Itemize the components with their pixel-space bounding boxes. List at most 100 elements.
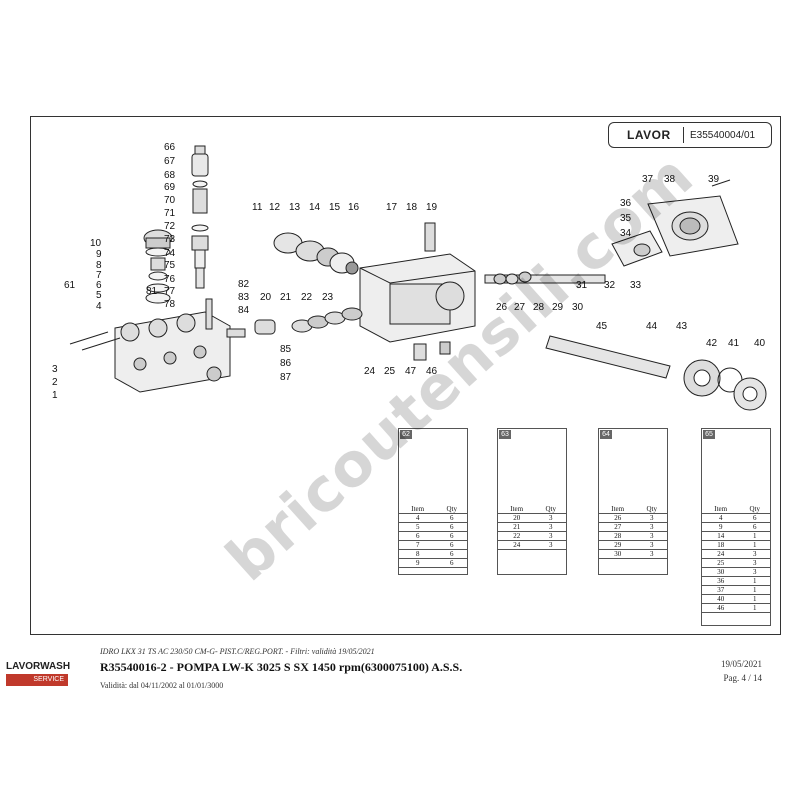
callout-27: 27 (514, 302, 526, 313)
callout-44: 44 (646, 321, 658, 332)
callout-78: 78 (164, 299, 176, 310)
callout-87: 87 (280, 372, 292, 383)
callout-25: 25 (384, 366, 396, 377)
callout-71: 71 (164, 208, 176, 219)
page-title: R35540016-2 - POMPA LW-K 3025 S SX 1450 … (100, 660, 463, 674)
callout-10: 10 (90, 238, 102, 249)
callout-46: 46 (426, 366, 438, 377)
callout-73: 73 (164, 234, 176, 245)
callout-47: 47 (405, 366, 417, 377)
callout-76: 76 (164, 274, 176, 285)
callout-86: 86 (280, 358, 292, 369)
callout-41: 41 (728, 338, 740, 349)
callout-18: 18 (406, 202, 418, 213)
code-separator (683, 127, 684, 143)
callout-69: 69 (164, 182, 176, 193)
callout-42: 42 (706, 338, 718, 349)
callout-81: 81 (146, 286, 158, 297)
callout-68: 68 (164, 170, 176, 181)
callout-40: 40 (754, 338, 766, 349)
callout-numbers: 66 67 68 69 70 71 72 73 74 75 76 77 78 8… (52, 142, 766, 401)
callout-24: 24 (364, 366, 376, 377)
callout-37: 37 (642, 174, 654, 185)
callout-31: 31 (576, 280, 588, 291)
callout-1: 1 (52, 390, 58, 401)
callout-43: 43 (676, 321, 688, 332)
column-header-qty: Qty (636, 505, 667, 514)
column-header-qty: Qty (436, 505, 467, 514)
callout-16: 16 (348, 202, 360, 213)
callout-22: 22 (301, 292, 313, 303)
column-header-item: Item (498, 505, 536, 514)
callout-2: 2 (52, 377, 58, 388)
drawing-code: E35540004/01 (690, 129, 756, 141)
callout-21: 21 (280, 292, 292, 303)
callout-17: 17 (386, 202, 398, 213)
brand-bottom: SERVICE (6, 674, 68, 686)
callout-5: 5 (96, 290, 102, 301)
callout-36: 36 (620, 198, 632, 209)
callout-30: 30 (572, 302, 584, 313)
page-number: Pag. 4 / 14 (723, 673, 762, 683)
callout-74: 74 (164, 248, 176, 259)
brand-top: LAVORWASH (6, 661, 71, 672)
callout-72: 72 (164, 221, 176, 232)
callout-6: 6 (96, 280, 102, 291)
column-header-item: Item (702, 505, 740, 514)
drawing-code-box: LAVOR E35540004/01 (608, 122, 772, 148)
callout-38: 38 (664, 174, 676, 185)
diagram-frame (30, 116, 781, 635)
callout-83: 83 (238, 292, 250, 303)
callout-29: 29 (552, 302, 564, 313)
document-date: 19/05/2021 (720, 659, 762, 669)
callout-66: 66 (164, 142, 176, 153)
callout-67: 67 (164, 156, 176, 167)
column-header-qty: Qty (535, 505, 566, 514)
callout-85: 85 (280, 344, 292, 355)
callout-32: 32 (604, 280, 616, 291)
callout-9: 9 (96, 249, 102, 260)
callout-26: 26 (496, 302, 508, 313)
kit-number: 63 (499, 430, 511, 439)
column-header-item: Item (599, 505, 637, 514)
callout-14: 14 (309, 202, 321, 213)
callout-23: 23 (322, 292, 334, 303)
column-header-item: Item (399, 505, 437, 514)
callout-20: 20 (260, 292, 272, 303)
callout-39: 39 (708, 174, 720, 185)
lavor-logo: LAVOR (627, 128, 671, 142)
lavorwash-service-logo: LAVORWASH SERVICE (6, 660, 71, 688)
exploded-pump-diagram: 66 67 68 69 70 71 72 73 74 75 76 77 78 8… (52, 142, 767, 411)
column-header-qty: Qty (739, 505, 770, 514)
callout-70: 70 (164, 195, 176, 206)
callout-61: 61 (64, 280, 76, 291)
